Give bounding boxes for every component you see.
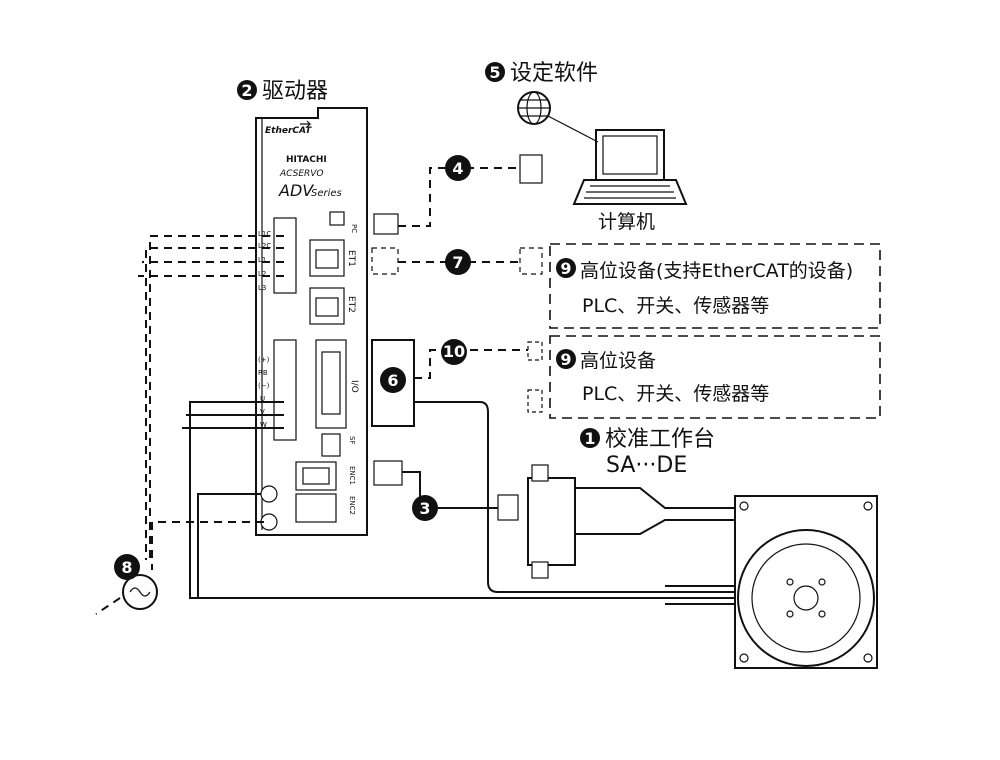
enc2-label: ENC2 [348,496,356,515]
laptop-icon [572,129,688,205]
stage-model: SA···DE [606,453,687,478]
svg-text:6: 6 [387,371,398,390]
series-name: ADV [278,181,314,200]
svg-text:8: 8 [121,558,132,577]
badge-io-connector: 6 [380,367,406,393]
svg-text:1: 1 [584,429,595,448]
svg-text:5: 5 [489,63,500,82]
svg-text:9: 9 [560,350,571,369]
pc-port [329,211,345,226]
ethercat-logo: EtherCAT [265,126,312,136]
pc-port-label: PC [350,224,358,233]
badge-driver: 2 [237,80,257,100]
svg-text:L1: L1 [258,256,266,264]
badge-ethercat-cable: 7 [445,249,471,275]
io-cable [371,339,735,593]
host-io-box [549,335,881,419]
svg-text:9: 9 [560,259,571,278]
ground-screw-icon [260,485,278,503]
svg-text:L2C: L2C [258,242,271,250]
badge-stage: 1 [580,428,600,448]
ethercat-arrow-icon [300,120,312,128]
svg-text:L3: L3 [258,284,266,292]
svg-text:2: 2 [241,81,252,100]
badge-host-ethercat: 9 [556,258,576,278]
io-port-label: I/O [349,380,359,393]
calibration-stage [527,464,878,669]
et2-port [309,287,345,325]
enc1-label: ENC1 [348,466,356,485]
host-ethercat-line1: 高位设备(支持EtherCAT的设备) [580,260,853,282]
svg-text:(−): (−) [258,382,270,390]
svg-text:4: 4 [452,159,463,178]
badge-power-supply: 8 [114,554,140,580]
driver-title: 驱动器 [262,79,328,104]
sine-wave-icon [129,587,151,597]
enc2-port [295,493,337,523]
et2-label: ET2 [346,296,356,313]
series-suffix: Series [311,188,342,199]
power-terminal-block [273,217,297,294]
maker-name: HITACHI [286,155,327,165]
badge-io-cable: 10 [441,339,467,365]
badge-host-io: 9 [556,349,576,369]
badge-pc-cable: 4 [445,155,471,181]
sf-port-label: SF [348,436,356,444]
host-ethercat-box [549,243,881,329]
svg-text:RB: RB [258,369,268,377]
sf-port [321,433,341,457]
enc1-port [295,461,337,491]
io-port [315,339,347,429]
software-title: 设定软件 [510,61,598,86]
software-icon [517,91,599,143]
host-io-line1: 高位设备 [580,350,656,372]
power-terminal-labels: L1C L2C L1 L2 L3 [258,230,271,292]
pc-cable [373,154,543,235]
power-cables [95,235,284,615]
svg-text:L1C: L1C [258,230,271,238]
svg-text:(+): (+) [258,356,270,364]
svg-text:L2: L2 [258,270,266,278]
svg-text:7: 7 [452,253,463,272]
badge-encoder-cable: 3 [412,495,438,521]
svg-text:10: 10 [443,342,465,361]
svg-text:U: U [260,395,265,403]
svg-text:W: W [260,421,267,429]
stage-title: 校准工作台 [605,427,715,452]
svg-text:3: 3 [419,499,430,518]
encoder-cable [373,460,519,521]
et1-port [309,239,345,277]
motor-cables [182,401,735,599]
motor-terminal-labels: (+) RB (−) U V W [258,356,270,429]
et1-label: ET1 [346,250,356,267]
host-ethercat-line2: PLC、开关、传感器等 [582,295,769,317]
badge-software: 5 [485,62,505,82]
servo-driver: EtherCAT HITACHI ACSERVO ADV Series L1C … [255,107,368,536]
product-line: ACSERVO [279,169,324,179]
ac-power-icon [122,574,158,610]
host-io-line2: PLC、开关、传感器等 [582,383,769,405]
motor-terminal-block [273,339,297,441]
computer-label: 计算机 [598,211,655,233]
svg-text:V: V [260,408,265,416]
